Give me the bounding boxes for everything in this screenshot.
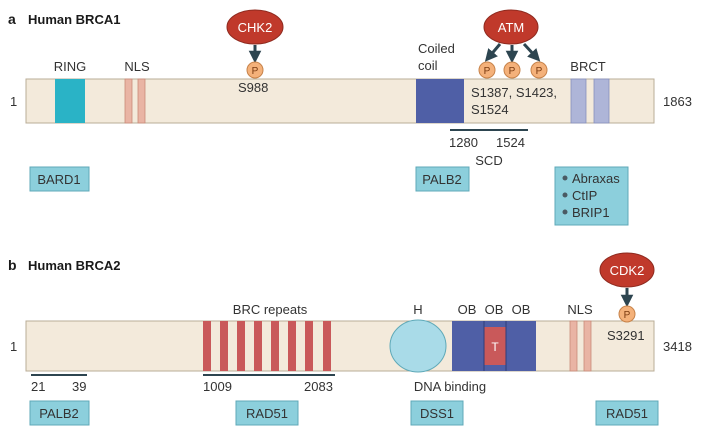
ob-fold-1: [452, 321, 484, 371]
brc-range-from: 1009: [203, 379, 232, 394]
partner-dss1: DSS1: [420, 406, 454, 421]
partner-palb2-a: PALB2: [422, 172, 462, 187]
brc-repeat-1: [203, 321, 211, 371]
chk2-kinase: [226, 9, 284, 45]
h-domain: [389, 319, 447, 373]
brca1-coiled-label-1: Coiled: [418, 41, 455, 56]
panel-b-letter: b: [8, 257, 17, 273]
scd-to: 1524: [496, 135, 525, 150]
site-s988: S988: [238, 80, 268, 95]
panel-a-letter: a: [8, 11, 16, 27]
phospho-s1423: [503, 61, 521, 79]
partner-abraxas: Abraxas: [572, 171, 620, 186]
t-label: T: [491, 340, 499, 354]
brca1-coiled-label-2: coil: [418, 58, 438, 73]
brca1-ring-domain: [55, 79, 85, 123]
ob-label-2: OB: [485, 302, 504, 317]
site-s3291: S3291: [607, 328, 645, 343]
cdk2-kinase: [599, 252, 655, 288]
partner-palb2-box-a: [415, 166, 470, 192]
brca1-brct-label: BRCT: [570, 59, 605, 74]
atm-arrow-1: [484, 43, 502, 62]
atm-kinase: [483, 9, 539, 45]
partner-dss1-box: [410, 400, 464, 426]
partner-ctip: CtIP: [572, 188, 597, 203]
panel-b: b Human BRCA2 1 3418 BRC repeats H OB OB: [8, 252, 692, 426]
phospho-s988: [246, 61, 264, 79]
brca2-start: 1: [10, 339, 17, 354]
brca1-ring-label: RING: [54, 59, 87, 74]
brc-repeat-7: [305, 321, 313, 371]
brc-repeat-4: [254, 321, 262, 371]
chk2-label: CHK2: [238, 20, 273, 35]
panel-a: a Human BRCA1 1 1863 RING NLS Coiled coi…: [8, 9, 692, 226]
partner-bard1-box: [29, 166, 90, 192]
brca2-nls-band-1: [569, 320, 578, 372]
brca2-protein-bar: [25, 320, 655, 372]
phospho-s988-letter: P: [252, 66, 259, 77]
h-label: H: [413, 302, 422, 317]
brca2-nls-label: NLS: [567, 302, 593, 317]
bullet-ctip: [562, 192, 568, 198]
brca1-end: 1863: [663, 94, 692, 109]
brc-repeat-5: [271, 321, 279, 371]
brca1-brct-band-2: [593, 78, 610, 124]
site-atm-line-2: S1524: [471, 102, 509, 117]
phospho-s1524: [530, 61, 548, 79]
panel-b-title: Human BRCA2: [28, 258, 120, 273]
partner-brip1: BRIP1: [572, 205, 610, 220]
partner-rad51-brc-box: [235, 400, 299, 426]
partner-rad51-c-box: [595, 400, 659, 426]
ob-label-1: OB: [458, 302, 477, 317]
partner-palb2-box-b: [29, 400, 90, 426]
brc-repeat-2: [220, 321, 228, 371]
phospho-s1387: [478, 61, 496, 79]
t-domain: [484, 327, 506, 365]
scd-from: 1280: [449, 135, 478, 150]
atm-label: ATM: [498, 20, 524, 35]
site-atm-line-1: S1387, S1423,: [471, 85, 557, 100]
partner-palb2-b: PALB2: [39, 406, 79, 421]
ob-fold-3: [506, 321, 536, 371]
brc-repeat-6: [288, 321, 296, 371]
partner-rad51-c: RAD51: [606, 406, 648, 421]
brca1-nls-label: NLS: [124, 59, 150, 74]
palb2-range-from: 21: [31, 379, 45, 394]
cdk2-label: CDK2: [610, 263, 645, 278]
partner-rad51-brc: RAD51: [246, 406, 288, 421]
brc-repeat-3: [237, 321, 245, 371]
brc-range-to: 2083: [304, 379, 333, 394]
phospho-s3291-letter: P: [624, 310, 631, 321]
brca2-end: 3418: [663, 339, 692, 354]
brc-repeats-label: BRC repeats: [233, 302, 308, 317]
partner-bard1: BARD1: [37, 172, 80, 187]
phospho-s1423-letter: P: [509, 66, 516, 77]
brca1-nls-band-2: [137, 78, 146, 124]
brca1-nls-band-1: [124, 78, 133, 124]
brca1-start: 1: [10, 94, 17, 109]
brca1-brct-band-1: [570, 78, 587, 124]
brc-repeat-8: [323, 321, 331, 371]
scd-label: SCD: [475, 153, 502, 168]
brca2-nls-band-2: [583, 320, 592, 372]
phospho-s1524-letter: P: [536, 66, 543, 77]
phospho-s1387-letter: P: [484, 66, 491, 77]
phospho-s3291: [618, 305, 636, 323]
dna-binding-label: DNA binding: [414, 379, 486, 394]
bullet-brip1: [562, 209, 568, 215]
bullet-abraxas: [562, 175, 568, 181]
brca1-coiled-coil-domain: [416, 79, 464, 123]
palb2-range-to: 39: [72, 379, 86, 394]
atm-arrow-3: [522, 42, 541, 62]
brc-repeats: [203, 321, 331, 371]
ob-label-3: OB: [512, 302, 531, 317]
brca1-protein-bar: [25, 78, 655, 124]
panel-a-title: Human BRCA1: [28, 12, 120, 27]
